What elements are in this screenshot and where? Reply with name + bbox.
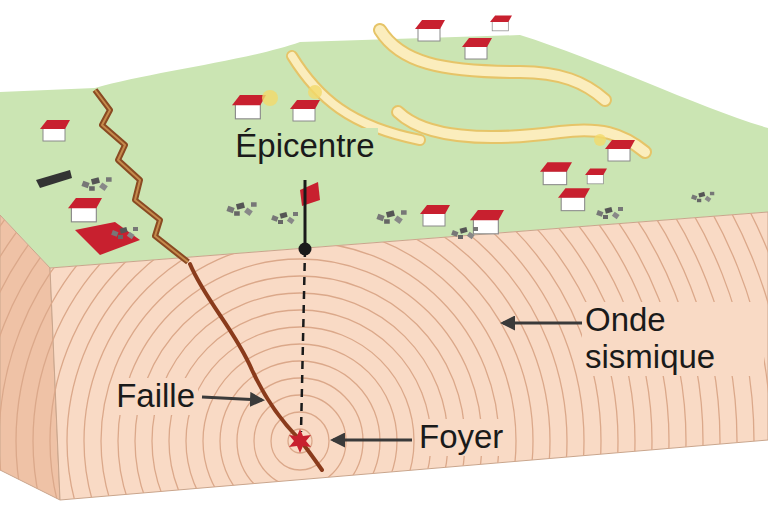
rubble <box>226 202 256 216</box>
focus-star <box>289 429 311 453</box>
house <box>40 120 70 141</box>
wave-ring <box>0 89 652 506</box>
epicentre-dot <box>299 243 312 256</box>
wave-ring <box>186 327 414 506</box>
rubble <box>451 227 478 239</box>
epicentre-line <box>304 180 307 249</box>
leader-arrow <box>333 439 412 442</box>
house <box>558 188 590 210</box>
rubble <box>691 192 714 203</box>
wave-ring <box>33 174 567 506</box>
terrace-edge <box>380 30 605 100</box>
wave-ring <box>220 361 380 506</box>
wave-ring <box>0 140 601 506</box>
rubble <box>596 207 623 219</box>
collapsed-roof <box>36 170 72 188</box>
house <box>232 95 266 119</box>
dust <box>262 90 278 106</box>
rubble <box>111 227 138 239</box>
wave-ring <box>0 72 669 506</box>
wave-ring <box>254 395 346 487</box>
wave-ring <box>101 242 499 506</box>
house <box>415 20 445 41</box>
terrace <box>380 30 605 100</box>
dust <box>594 134 606 146</box>
rubble <box>271 212 298 224</box>
house <box>462 38 492 59</box>
focus-label: Foyer <box>416 419 506 456</box>
house <box>420 205 450 226</box>
wave-ring <box>84 225 516 506</box>
leader-arrow <box>503 322 582 325</box>
house <box>290 100 320 121</box>
collapsed-roof <box>75 222 140 255</box>
wave-ring <box>50 191 550 506</box>
epicentre-label: Épicentre <box>232 128 377 165</box>
wave-ring <box>0 38 703 506</box>
wave-ring <box>203 344 397 506</box>
rubble <box>81 177 111 191</box>
leader-arrow <box>202 397 262 400</box>
fault-label: Faille <box>113 378 198 415</box>
rubble <box>376 210 406 224</box>
wave-ring <box>0 106 635 506</box>
wave-ring <box>16 157 584 506</box>
dust <box>308 85 322 99</box>
wave-ring <box>67 208 533 506</box>
house <box>540 162 572 184</box>
wave-ring <box>0 21 720 506</box>
wave-ring <box>0 4 737 506</box>
wave-ring <box>169 310 431 506</box>
collapsed-roof <box>300 182 320 206</box>
house <box>68 198 102 222</box>
wave-ring <box>0 55 686 506</box>
house <box>605 140 635 161</box>
house <box>490 15 512 30</box>
house <box>585 168 607 183</box>
focus-depth-line <box>301 249 305 432</box>
wave-ring <box>0 123 618 506</box>
wave-label: Onde sismique <box>582 302 764 376</box>
